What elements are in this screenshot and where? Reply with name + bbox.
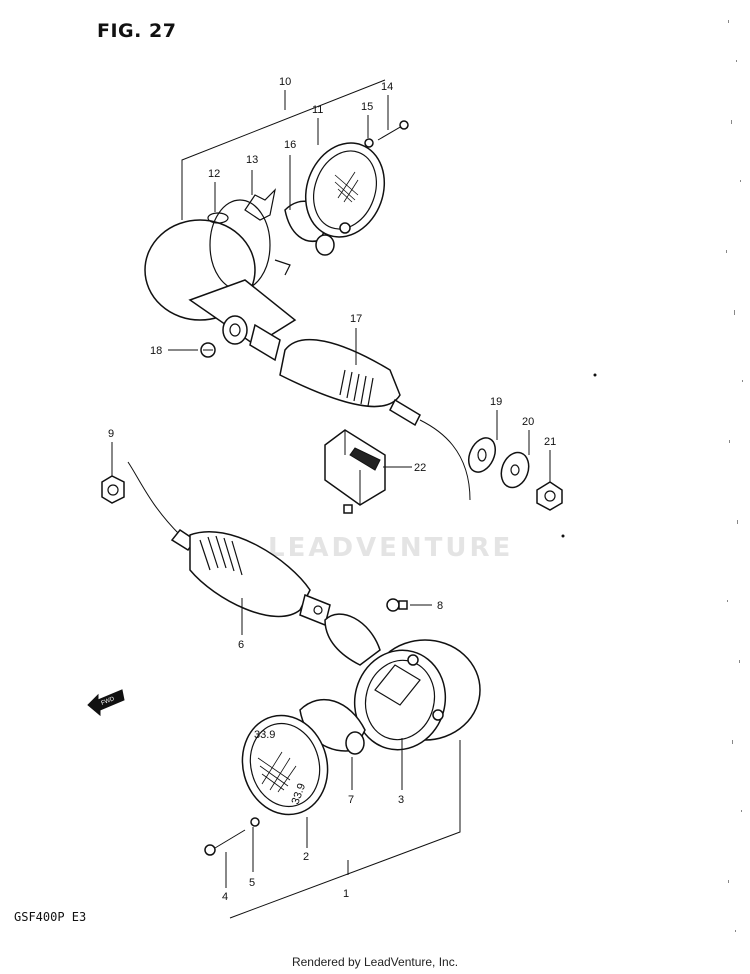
lower-housing-3 bbox=[324, 613, 481, 751]
callout-19: 19 bbox=[490, 396, 502, 408]
callout-8: 8 bbox=[437, 600, 443, 612]
fwd-label: FWD bbox=[101, 696, 117, 707]
stalk-17 bbox=[249, 323, 471, 501]
callout-10: 10 bbox=[279, 76, 291, 88]
callout-17: 17 bbox=[350, 313, 362, 325]
watermark: LEADVENTURE bbox=[268, 533, 514, 563]
washer-20 bbox=[500, 451, 530, 489]
screw-8 bbox=[386, 598, 408, 612]
callout-13: 13 bbox=[246, 154, 258, 166]
lens-11 bbox=[304, 142, 386, 238]
screw-14 bbox=[377, 120, 409, 141]
callout-1: 1 bbox=[343, 888, 349, 900]
stalk-6 bbox=[127, 461, 331, 627]
screw-4 bbox=[204, 829, 246, 856]
callout-18: 18 bbox=[150, 345, 162, 357]
callout-21: 21 bbox=[544, 436, 556, 448]
callout-14: 14 bbox=[381, 81, 393, 93]
bracket-10 bbox=[181, 79, 386, 220]
callout-2: 2 bbox=[303, 851, 309, 863]
screw-18 bbox=[200, 342, 216, 358]
callout-7: 7 bbox=[348, 794, 354, 806]
washer-5 bbox=[250, 817, 260, 827]
fwd-arrow-icon: FWD bbox=[87, 689, 125, 717]
washer-19 bbox=[467, 437, 497, 473]
clip-13 bbox=[244, 188, 276, 221]
callout-6: 6 bbox=[238, 639, 244, 651]
callout-22: 22 bbox=[414, 462, 426, 474]
callout-9: 9 bbox=[108, 428, 114, 440]
callout-3: 3 bbox=[398, 794, 404, 806]
relay-22 bbox=[324, 429, 386, 514]
callout-15: 15 bbox=[361, 101, 373, 113]
callout-4: 4 bbox=[222, 891, 228, 903]
callout-11: 11 bbox=[312, 104, 323, 116]
nut-21 bbox=[536, 481, 563, 511]
washer-15 bbox=[364, 138, 374, 148]
lens-2: 33.9 33.9 bbox=[241, 714, 329, 816]
callout-12: 12 bbox=[208, 168, 220, 180]
scan-noise bbox=[726, 20, 743, 932]
gasket-12 bbox=[207, 212, 229, 224]
upper-housing bbox=[144, 199, 297, 346]
callout-20: 20 bbox=[522, 416, 534, 428]
figure-title: FIG. 27 bbox=[97, 20, 177, 42]
nut-9 bbox=[101, 475, 125, 504]
callout-5: 5 bbox=[249, 877, 255, 889]
lens-mark-top: 33.9 bbox=[254, 729, 275, 741]
footer-credit: Rendered by LeadVenture, Inc. bbox=[291, 955, 459, 969]
callout-16: 16 bbox=[284, 139, 296, 151]
model-code: GSF400P E3 bbox=[14, 910, 87, 924]
bracket-1 bbox=[229, 740, 461, 919]
